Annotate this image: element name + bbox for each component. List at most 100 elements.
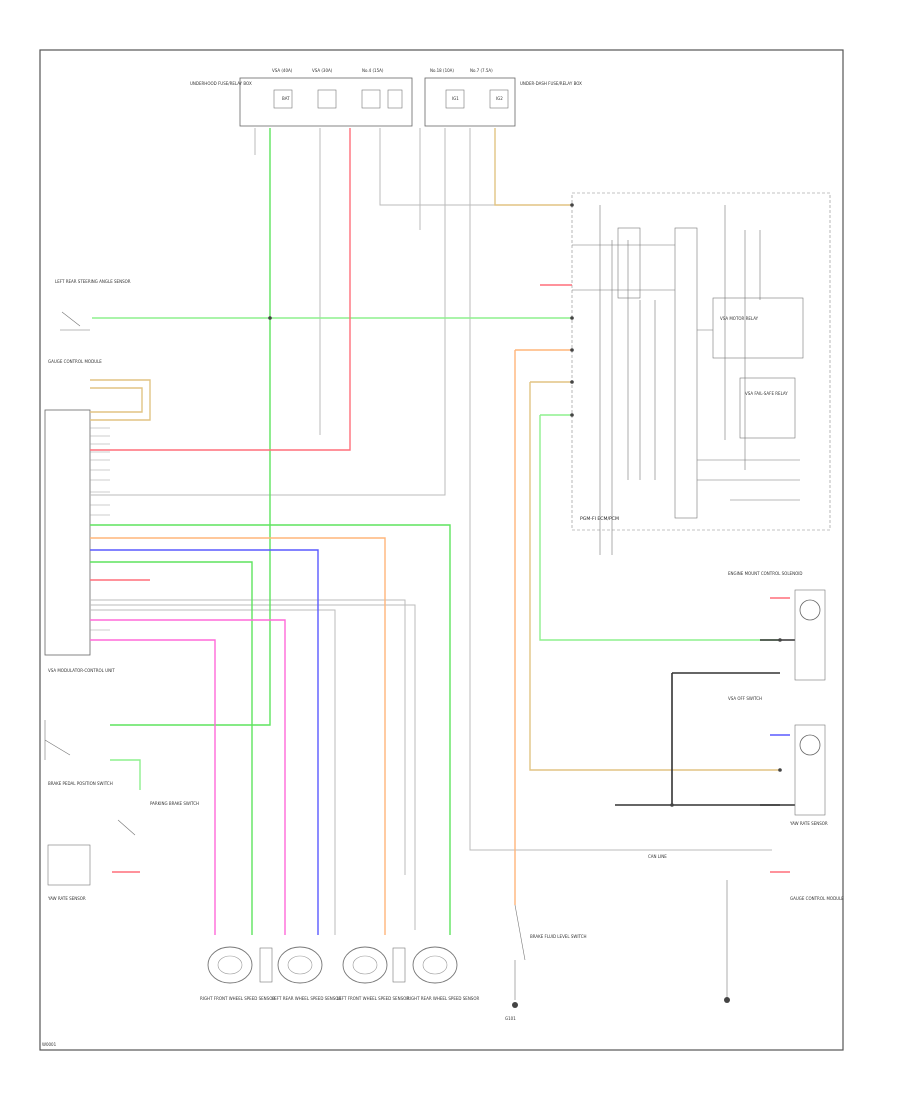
brake-fluid-switch: BRAKE FLUID LEVEL SWITCH G101 — [505, 904, 587, 1021]
can-line-label: CAN LINE — [648, 854, 667, 859]
mount-solenoid-2-icon — [799, 734, 821, 756]
wire-lightgreen-brake — [110, 759, 141, 790]
yaw-label: YAW RATE SENSOR — [789, 821, 828, 826]
label-bat: BAT — [282, 96, 290, 101]
wire-tan-loop-2 — [90, 387, 143, 413]
left-lower-components: BRAKE PEDAL POSITION SWITCH PARKING BRAK… — [44, 720, 199, 901]
wire-gray-speed — [90, 599, 406, 875]
yaw-sensor-left-label: YAW RATE SENSOR — [47, 896, 86, 901]
relay-box-4 — [387, 89, 403, 109]
wire-red-bat — [90, 128, 351, 451]
wire-tan-ig2 — [494, 128, 572, 206]
wire-gray-long — [419, 128, 772, 851]
wire-orange-rf — [90, 537, 386, 935]
pgm-fi-module: PGM-FI ECM/PCM VSA MOTOR RELAY VSA FAIL-… — [571, 192, 831, 555]
speed-sensor-left-front: LEFT FRONT WHEEL SPEED SENSOR — [337, 946, 409, 1001]
mount-solenoid-1-box — [794, 589, 826, 681]
fuse-box-group: VSA (40A) VSA (30A) No.4 (15A) No.18 (10… — [190, 68, 582, 127]
fuse-title-4: No.18 (10A) — [430, 68, 454, 73]
vsa-connector-block — [44, 409, 91, 656]
wire-tan-loop-1 — [90, 379, 151, 421]
wire-harness — [90, 128, 790, 935]
vsa-left-label: VSA MODULATOR-CONTROL UNIT — [48, 668, 115, 673]
yaw-sensor-box — [47, 844, 91, 886]
left-rear-angle-sensor: LEFT REAR STEERING ANGLE SENSOR — [55, 279, 131, 331]
label-ig1: IG1 — [452, 96, 459, 101]
wire-tan-mount — [529, 382, 780, 771]
speed-sensor-right-rear: RIGHT REAR WHEEL SPEED SENSOR — [407, 946, 479, 1001]
mount-solenoid-1-icon — [799, 599, 821, 621]
wire-orange-pgm — [514, 349, 572, 905]
wire-green-mount — [539, 414, 780, 641]
speed-lf-label: LEFT FRONT WHEEL SPEED SENSOR — [337, 996, 409, 1001]
pgm-fi-sub-box — [712, 297, 804, 359]
sensor-switch-symbol — [60, 311, 90, 331]
ground-wire-switch — [760, 639, 795, 806]
relay-box-6 — [489, 89, 509, 109]
brake-fluid-label: BRAKE FLUID LEVEL SWITCH — [530, 934, 587, 939]
ground-point — [512, 1002, 518, 1008]
brake-switch-symbol — [44, 720, 71, 760]
engine-mount-solenoids: ENGINE MOUNT CONTROL SOLENOID VSA OFF SW… — [728, 571, 828, 826]
fuse-box-left — [239, 77, 413, 127]
relay-box-5 — [445, 89, 465, 109]
speed-rf-label: RIGHT FRONT WHEEL SPEED SENSOR — [200, 996, 275, 1001]
speed-lr-label: LEFT REAR WHEEL SPEED SENSOR — [272, 996, 341, 1001]
pgm-fi-small-box — [617, 227, 641, 299]
engine-mount-label: ENGINE MOUNT CONTROL SOLENOID — [728, 571, 802, 576]
ground-wiring — [615, 639, 795, 1000]
fuse-title-5: No.7 (7.5A) — [470, 68, 493, 73]
label-ig2: IG2 — [496, 96, 503, 101]
parking-brake-label: PARKING BRAKE SWITCH — [150, 801, 199, 806]
fuse-title-3: No.4 (15A) — [362, 68, 384, 73]
fuse-box-label-right: UNDER-DASH FUSE/RELAY BOX — [520, 81, 582, 86]
wire-blue-lr — [90, 549, 319, 935]
relay-box-1 — [273, 89, 293, 109]
brake-switch-label: BRAKE PEDAL POSITION SWITCH — [48, 781, 113, 786]
fuse-title-1: VSA (40A) — [272, 68, 293, 73]
brake-fluid-symbol — [514, 904, 526, 1000]
speed-sensor-right-front: RIGHT FRONT WHEEL SPEED SENSOR — [200, 946, 275, 1001]
gauge-can-label: GAUGE CONTROL MODULE — [790, 896, 844, 901]
relay-a-label: VSA MOTOR RELAY — [720, 316, 759, 321]
pgm-fi-inner-bar — [674, 227, 698, 519]
parking-brake-symbol — [117, 819, 136, 836]
fuse-title-2: VSA (30A) — [312, 68, 333, 73]
wire-red-stub-3 — [90, 579, 790, 599]
vsa-off-label: VSA OFF SWITCH — [728, 696, 762, 701]
wire-green-main — [110, 128, 271, 726]
pgm-fi-internal-lines — [599, 205, 761, 555]
fuse-box-label-left: UNDERHOOD FUSE/RELAY BOX — [190, 81, 252, 86]
relay-b-label: VSA FAIL-SAFE RELAY — [745, 391, 788, 396]
gauge-can-block: CAN LINE GAUGE CONTROL MODULE — [648, 854, 844, 1003]
splice-points — [268, 203, 782, 807]
can-terminal — [724, 997, 730, 1003]
wire-gray-speed-c — [90, 609, 336, 935]
wheel-speed-sensors: RIGHT FRONT WHEEL SPEED SENSOR LEFT REAR… — [200, 946, 479, 1001]
pgm-fi-outline — [571, 192, 831, 531]
pgm-fi-sub-box-2 — [739, 377, 796, 439]
speed-rr-label: RIGHT REAR WHEEL SPEED SENSOR — [407, 996, 479, 1001]
wire-pink-lf — [90, 619, 286, 935]
vsa-control-unit: VSA MODULATOR-CONTROL UNIT GAUGE CONTROL… — [44, 359, 115, 673]
vsa-upper-label: GAUGE CONTROL MODULE — [48, 359, 102, 364]
sensor-connector-2 — [392, 947, 406, 983]
wire-pink-lf-2 — [90, 639, 216, 935]
wire-gray-top — [90, 128, 572, 496]
pgm-fi-label: PGM-FI ECM/PCM — [580, 516, 619, 522]
relay-box-2 — [317, 89, 337, 109]
pgm-fi-internal-horizontals — [572, 244, 800, 501]
left-sensor-label: LEFT REAR STEERING ANGLE SENSOR — [55, 279, 131, 284]
sensor-connector-1 — [259, 947, 273, 983]
diagram-frame — [39, 49, 844, 1051]
footer-code: W0001 — [42, 1042, 57, 1047]
ground-label: G101 — [505, 1016, 516, 1021]
wire-gray-speed-b — [90, 604, 416, 930]
speed-sensor-left-rear: LEFT REAR WHEEL SPEED SENSOR — [272, 946, 341, 1001]
mount-solenoid-2-box — [794, 724, 826, 816]
relay-box-3 — [361, 89, 381, 109]
wire-green-lr — [90, 561, 253, 935]
fuse-box-right — [424, 77, 516, 127]
wire-green-rf — [90, 524, 451, 935]
